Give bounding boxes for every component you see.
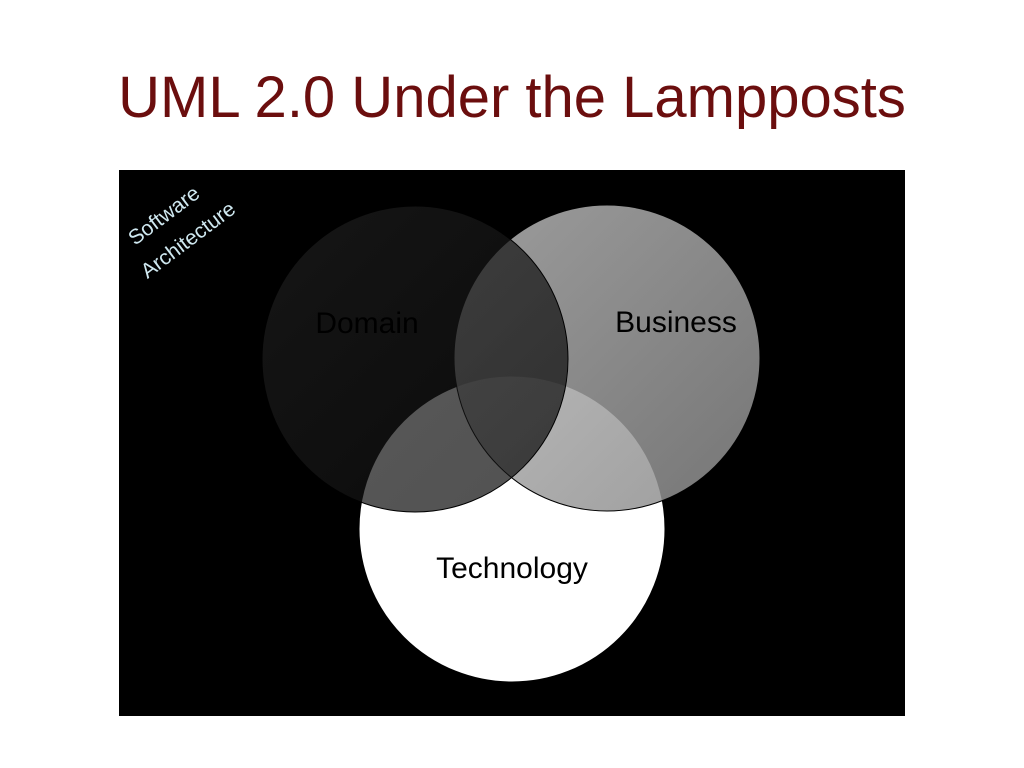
software-architecture-label: Software Architecture — [124, 182, 240, 283]
slide-title: UML 2.0 Under the Lampposts — [118, 65, 906, 130]
domain-label: Domain — [315, 307, 418, 340]
domain-circle — [261, 205, 569, 513]
venn-diagram: Domain Business Technology Software Arch… — [124, 182, 761, 683]
venn-diagram-panel: Domain Business Technology Software Arch… — [119, 170, 905, 716]
business-label: Business — [615, 306, 737, 339]
technology-label: Technology — [436, 552, 588, 585]
